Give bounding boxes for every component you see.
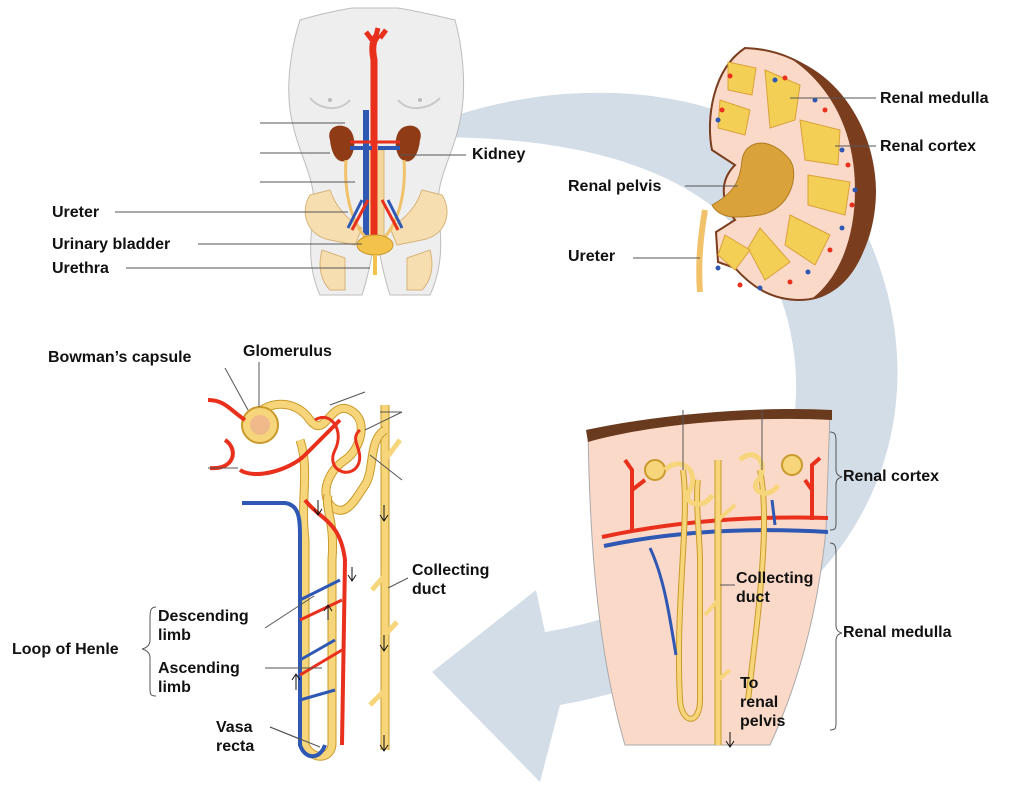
label-urethra: Urethra xyxy=(52,259,109,278)
label-glomerulus: Glomerulus xyxy=(243,342,332,361)
label-renal-cortex-top: Renal cortex xyxy=(880,137,976,156)
label-renal-cortex-right: Renal cortex xyxy=(843,467,939,486)
label-collecting-duct-right: Collecting duct xyxy=(736,569,813,607)
nephron-illustration xyxy=(208,400,400,756)
label-to-renal-pelvis: To renal pelvis xyxy=(740,674,785,731)
label-loop-of-henle: Loop of Henle xyxy=(12,640,119,659)
label-bowmans-capsule: Bowman’s capsule xyxy=(48,348,191,367)
label-ureter-kidney: Ureter xyxy=(568,247,615,266)
label-ureter-body: Ureter xyxy=(52,203,99,222)
label-renal-medulla-top: Renal medulla xyxy=(880,89,988,108)
label-renal-medulla-right: Renal medulla xyxy=(843,623,951,642)
label-descending-limb: Descending limb xyxy=(158,607,249,645)
torso-illustration xyxy=(289,8,464,295)
label-urinary-bladder: Urinary bladder xyxy=(52,235,170,254)
label-kidney: Kidney xyxy=(472,145,525,164)
loop-of-henle-braces xyxy=(142,607,156,696)
label-vasa-recta: Vasa recta xyxy=(216,718,254,756)
label-ascending-limb: Ascending limb xyxy=(158,659,240,697)
label-collecting-duct-left: Collecting duct xyxy=(412,561,489,599)
label-renal-pelvis: Renal pelvis xyxy=(568,177,661,196)
